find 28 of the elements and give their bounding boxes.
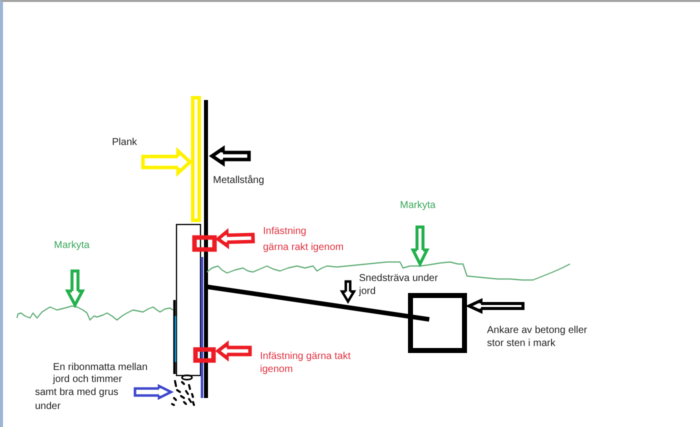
- block-arrow: [66, 270, 84, 306]
- block-arrow: [210, 146, 251, 166]
- ground-line: [206, 261, 570, 281]
- fastener-bracket: [192, 235, 217, 252]
- anchor-block: [408, 293, 467, 353]
- gravel-note: samt bra med grus under: [35, 386, 118, 414]
- pole-label: Metallstång: [213, 174, 264, 187]
- plank-bar: [191, 96, 201, 222]
- block-arrow: [141, 149, 192, 175]
- anchor-note: Ankare av betong eller stor sten i mark: [487, 324, 588, 350]
- block-arrow: [468, 299, 524, 313]
- block-arrow: [216, 342, 252, 360]
- block-arrow: [134, 384, 172, 400]
- diagonal-strut: [205, 284, 430, 322]
- fastener-note: Infästning gärna rakt igenom: [263, 224, 344, 256]
- ground-line: [16, 305, 174, 321]
- block-arrow: [340, 280, 356, 303]
- gravel-drawing: [171, 374, 195, 406]
- strut-label: Snedsträva under jord: [359, 272, 438, 298]
- timber-post: [173, 224, 204, 398]
- fastener-bracket: [193, 347, 216, 363]
- ground-label: Markyta: [54, 239, 90, 252]
- plank-label: Plank: [112, 136, 138, 149]
- block-arrow: [216, 230, 255, 248]
- fastener-note: Infästning gärna takt igenom: [260, 350, 351, 376]
- block-arrow: [412, 226, 428, 266]
- metal-pole: [204, 100, 208, 398]
- ground-label: Markyta: [400, 199, 436, 212]
